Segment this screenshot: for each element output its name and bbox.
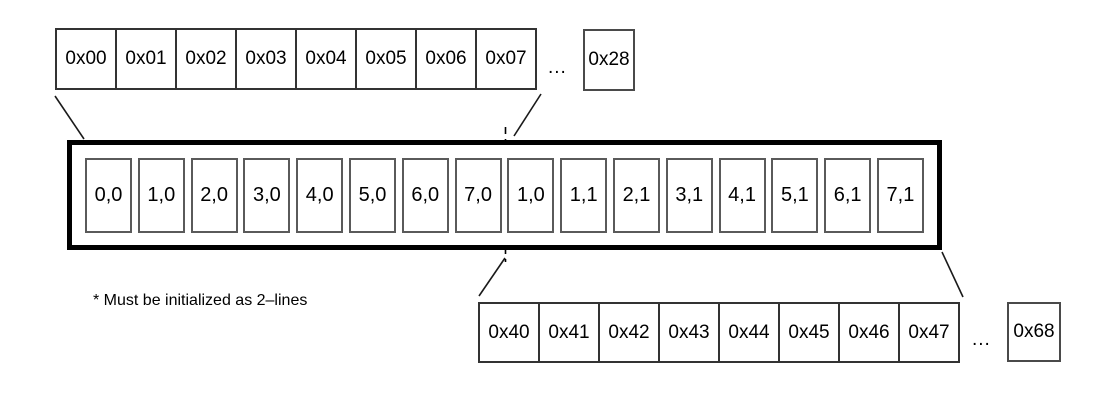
address-cell: 0x47: [898, 302, 960, 363]
buffer-cell: 2,1: [612, 157, 660, 233]
bottom-address-row: 0x40 0x41 0x42 0x43 0x44 0x45 0x46 0x47: [478, 302, 960, 363]
address-cell: 0x46: [838, 302, 900, 363]
address-cell: 0x45: [778, 302, 840, 363]
top-tail-address-cell: 0x28: [583, 29, 635, 91]
buffer-cell: 1,0: [507, 157, 555, 233]
bottom-tail-address-cell: 0x68: [1007, 302, 1061, 362]
address-cell: 0x07: [475, 28, 537, 90]
buffer-cell: 4,1: [718, 157, 766, 233]
top-ellipsis: ...: [548, 57, 567, 78]
address-cell: 0x00: [55, 28, 117, 90]
buffer-cell: 5,1: [771, 157, 819, 233]
connector-top-left-line: [54, 95, 85, 140]
connector-bottom-right-line: [941, 251, 964, 298]
address-cell: 0x40: [478, 302, 540, 363]
address-cell: 0x42: [598, 302, 660, 363]
address-cell: 0x43: [658, 302, 720, 363]
address-cell: 0x06: [415, 28, 477, 90]
buffer-cell: 3,1: [665, 157, 713, 233]
buffer-cell: 7,1: [876, 157, 924, 233]
buffer-cell: 6,0: [401, 157, 449, 233]
top-address-row: 0x00 0x01 0x02 0x03 0x04 0x05 0x06 0x07: [55, 28, 537, 90]
address-cell: 0x04: [295, 28, 357, 90]
buffer-cell: 2,0: [190, 157, 238, 233]
buffer-cell: 7,0: [454, 157, 502, 233]
buffer-cell: 5,0: [348, 157, 396, 233]
line-buffer-container: 0,0 1,0 2,0 3,0 4,0 5,0 6,0 7,0 1,0 1,1 …: [67, 140, 942, 250]
buffer-cell: 4,0: [296, 157, 344, 233]
footnote-text: * Must be initialized as 2–lines: [93, 292, 308, 309]
connector-bottom-left-line: [478, 257, 506, 297]
address-cell: 0x03: [235, 28, 297, 90]
bottom-ellipsis: ...: [972, 329, 991, 350]
address-cell: 0x41: [538, 302, 600, 363]
address-cell: 0x44: [718, 302, 780, 363]
connector-top-right-line: [513, 93, 542, 137]
address-cell: 0x01: [115, 28, 177, 90]
address-cell: 0x05: [355, 28, 417, 90]
buffer-cell: 3,0: [243, 157, 291, 233]
address-cell: 0x02: [175, 28, 237, 90]
buffer-cell: 1,1: [560, 157, 608, 233]
buffer-cell: 0,0: [85, 157, 132, 233]
buffer-cell: 6,1: [824, 157, 872, 233]
buffer-cell: 1,0: [137, 157, 185, 233]
